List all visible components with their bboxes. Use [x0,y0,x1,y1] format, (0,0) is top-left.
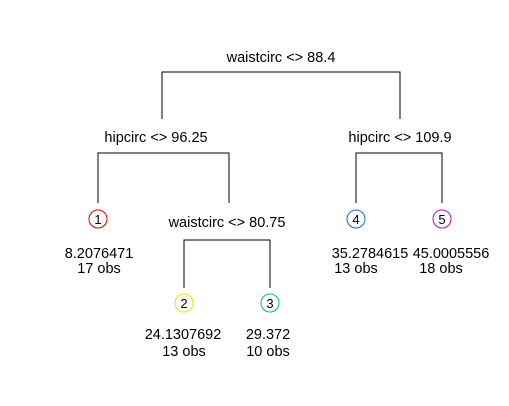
edge-left-right [183,239,271,288]
leaf-circle-5 [432,209,452,229]
right-label-bg [338,126,462,146]
leaf-circle-4 [346,209,366,229]
leaf-obs-2: 13 obs [162,344,206,360]
leaf-value-3: 29.372 [246,327,290,343]
leaf-node-2: 2 24.1307692 13 obs [145,293,222,360]
tree-edges [97,71,443,288]
leaf-node-1: 1 8.2076471 17 obs [65,209,134,277]
leaf-node-4: 4 35.2784615 13 obs [332,209,409,277]
split-label-left: hipcirc <> 96.25 [104,130,207,146]
leaf-node-5: 5 45.0005556 18 obs [413,209,490,277]
split-label-root: waistcirc <> 88.4 [226,50,336,66]
leaf-number-2: 2 [180,296,187,311]
leaf-obs-1: 17 obs [77,261,121,277]
leaf-obs-4: 13 obs [334,261,378,277]
leaf-number-4: 4 [352,212,359,227]
leaf-value-1: 8.2076471 [65,246,134,262]
leaf-number-3: 3 [266,296,273,311]
leaf-circle-2 [174,293,194,313]
leaf-number-1: 1 [94,212,101,227]
leaf-obs-3: 10 obs [246,344,290,360]
leaf-value-2: 24.1307692 [145,327,222,343]
root-label-bg [218,46,344,66]
leaf-circle-1 [88,209,108,229]
leaf-number-5: 5 [438,212,445,227]
split-label-left-right: waistcirc <> 80.75 [168,215,286,231]
left-label-bg [102,126,210,146]
leaf-node-3: 3 29.372 10 obs [246,293,290,360]
leaf-value-5: 45.0005556 [413,246,490,262]
edge-right [355,152,443,203]
edge-left [97,152,230,203]
left-right-label-bg [156,211,296,231]
split-label-right: hipcirc <> 109.9 [348,130,451,146]
leaf-obs-5: 18 obs [419,261,463,277]
leaf-value-4: 35.2784615 [332,246,409,262]
edge-root [161,71,401,119]
leaf-circle-3 [260,293,280,313]
